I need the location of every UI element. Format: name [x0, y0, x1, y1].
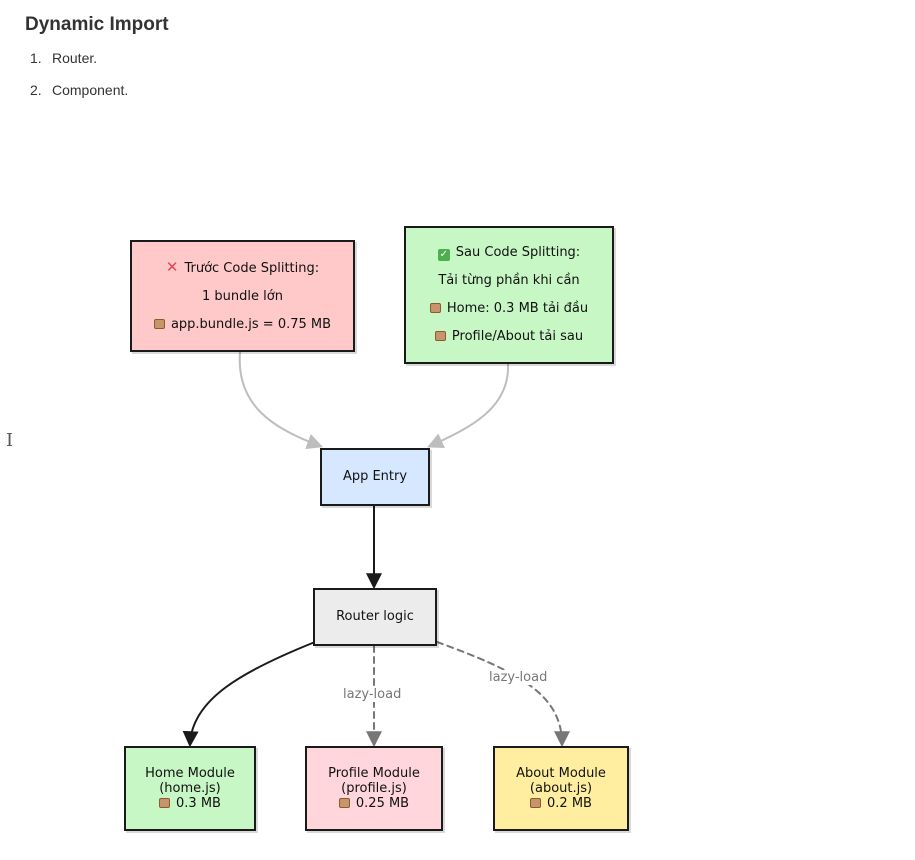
before-line1: 1 bundle lớn	[202, 289, 283, 304]
list-item: 2. Component.	[30, 80, 128, 112]
after-title: Sau Code Splitting:	[455, 245, 581, 260]
package-icon	[429, 303, 441, 313]
edge-router-to-about	[436, 641, 570, 748]
node-router-logic: Router logic	[313, 588, 437, 646]
before-line2: app.bundle.js = 0.75 MB	[170, 317, 332, 332]
list-text: Router.	[52, 50, 98, 66]
profile-size: 0.25 MB	[355, 796, 410, 811]
after-line3: Profile/About tải sau	[451, 329, 584, 344]
before-title: Trước Code Splitting:	[184, 261, 320, 276]
package-icon	[153, 319, 165, 329]
list-text: Component.	[52, 82, 129, 98]
steps-list: 1. Router. 2. Component.	[30, 48, 128, 112]
node-app-entry: App Entry	[320, 448, 430, 506]
node-about-module: About Module (about.js) 0.2 MB	[493, 746, 629, 831]
router-label: Router logic	[336, 609, 414, 624]
edge-before-to-entry	[238, 351, 323, 449]
entry-label: App Entry	[342, 469, 408, 484]
home-name: Home Module	[145, 766, 235, 781]
node-profile-module: Profile Module (profile.js) 0.25 MB	[305, 746, 443, 831]
page-title: Dynamic Import	[25, 14, 169, 35]
about-name: About Module	[516, 766, 606, 781]
package-icon	[434, 331, 446, 341]
edge-label-about-lazy-load: lazy-load	[487, 670, 550, 685]
home-file: (home.js)	[159, 781, 221, 796]
list-number: 1.	[30, 50, 42, 66]
package-icon	[159, 798, 171, 808]
edge-after-to-entry	[427, 363, 510, 449]
node-home-module: Home Module (home.js) 0.3 MB	[124, 746, 256, 831]
node-before-code-splitting: ✕ Trước Code Splitting: 1 bundle lớn app.…	[130, 240, 355, 352]
after-line1: Tải từng phần khi cần	[438, 273, 580, 288]
list-item: 1. Router.	[30, 48, 128, 80]
after-line2: Home: 0.3 MB tải đầu	[446, 301, 589, 316]
profile-file: (profile.js)	[341, 781, 407, 796]
cross-icon: ✕	[165, 258, 179, 276]
text-cursor-icon: Ⅰ	[6, 430, 14, 451]
list-number: 2.	[30, 82, 42, 98]
edge-router-to-home	[182, 641, 316, 748]
check-icon: ✓	[437, 249, 450, 261]
edge-label-profile-lazy-load: lazy-load	[341, 687, 404, 702]
package-icon	[338, 798, 350, 808]
home-size: 0.3 MB	[176, 796, 221, 811]
node-after-code-splitting: ✓ Sau Code Splitting: Tải từng phần khi c…	[404, 226, 614, 364]
about-size: 0.2 MB	[547, 796, 592, 811]
about-file: (about.js)	[529, 781, 593, 796]
profile-name: Profile Module	[328, 766, 420, 781]
package-icon	[530, 798, 542, 808]
